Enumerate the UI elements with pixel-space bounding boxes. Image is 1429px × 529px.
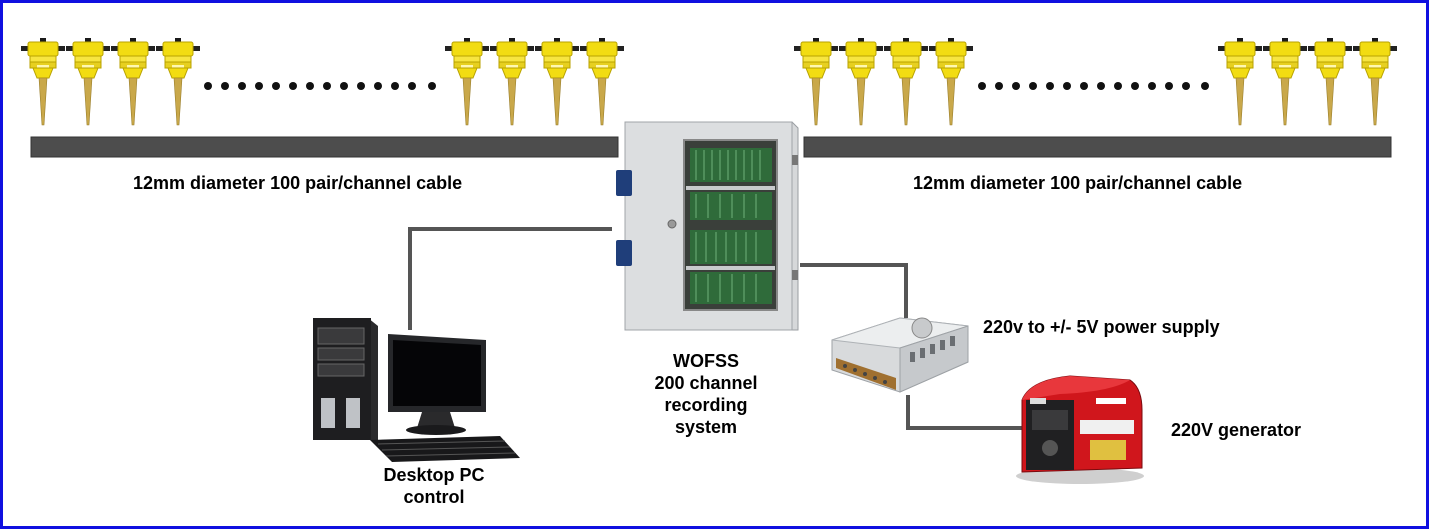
power-supply-label: 220v to +/- 5V power supply: [983, 317, 1220, 337]
geophone-icon: [883, 37, 929, 126]
connection-wires: [408, 227, 1022, 430]
geophone-icon: [928, 37, 974, 126]
cable-bar-right: [803, 136, 1392, 158]
generator-wire: [906, 395, 1022, 430]
cable-label-left: 12mm diameter 100 pair/channel cable: [133, 173, 463, 193]
ellipsis-dots-right: [978, 82, 1209, 90]
recorder-label: WOFSS 200 channel recording system: [636, 350, 776, 438]
pc-label-line2: control: [403, 487, 465, 507]
geophone-icon: [838, 37, 884, 126]
recorder-label-line3: recording: [664, 395, 748, 415]
power-supply-icon: [831, 317, 969, 393]
cable-label-right: 12mm diameter 100 pair/channel cable: [913, 173, 1243, 193]
geophone-icon: [1262, 37, 1308, 126]
geophone-icon: [534, 37, 580, 126]
desktop-pc-icon: [313, 318, 520, 462]
generator-label: 220V generator: [1171, 420, 1302, 440]
recorder-label-line4: system: [674, 417, 738, 437]
geophone-icon: [579, 37, 625, 126]
geophone-icon: [1352, 37, 1398, 126]
power-wire: [800, 263, 908, 318]
recorder-label-line2: 200 channel: [654, 373, 758, 393]
pc-label-line1: Desktop PC: [383, 465, 485, 485]
geophone-icon: [110, 37, 156, 126]
geophone-icon: [155, 37, 201, 126]
geophone-icon: [489, 37, 535, 126]
recorder-label-line1: WOFSS: [673, 351, 739, 371]
generator-icon: [1016, 375, 1144, 484]
geophone-icon: [1307, 37, 1353, 126]
geophone-icon: [65, 37, 111, 126]
geophone-array-right: [793, 37, 1398, 126]
pc-label: Desktop PC control: [364, 464, 504, 508]
cable-bar-left: [30, 136, 619, 158]
geophone-icon: [444, 37, 490, 126]
geophone-icon: [20, 37, 66, 126]
geophone-array-left: [20, 37, 625, 126]
ellipsis-dots-left: [204, 82, 436, 90]
geophone-icon: [793, 37, 839, 126]
recording-cabinet-icon: [616, 121, 799, 331]
geophone-icon: [1217, 37, 1263, 126]
pc-wire: [408, 227, 612, 330]
